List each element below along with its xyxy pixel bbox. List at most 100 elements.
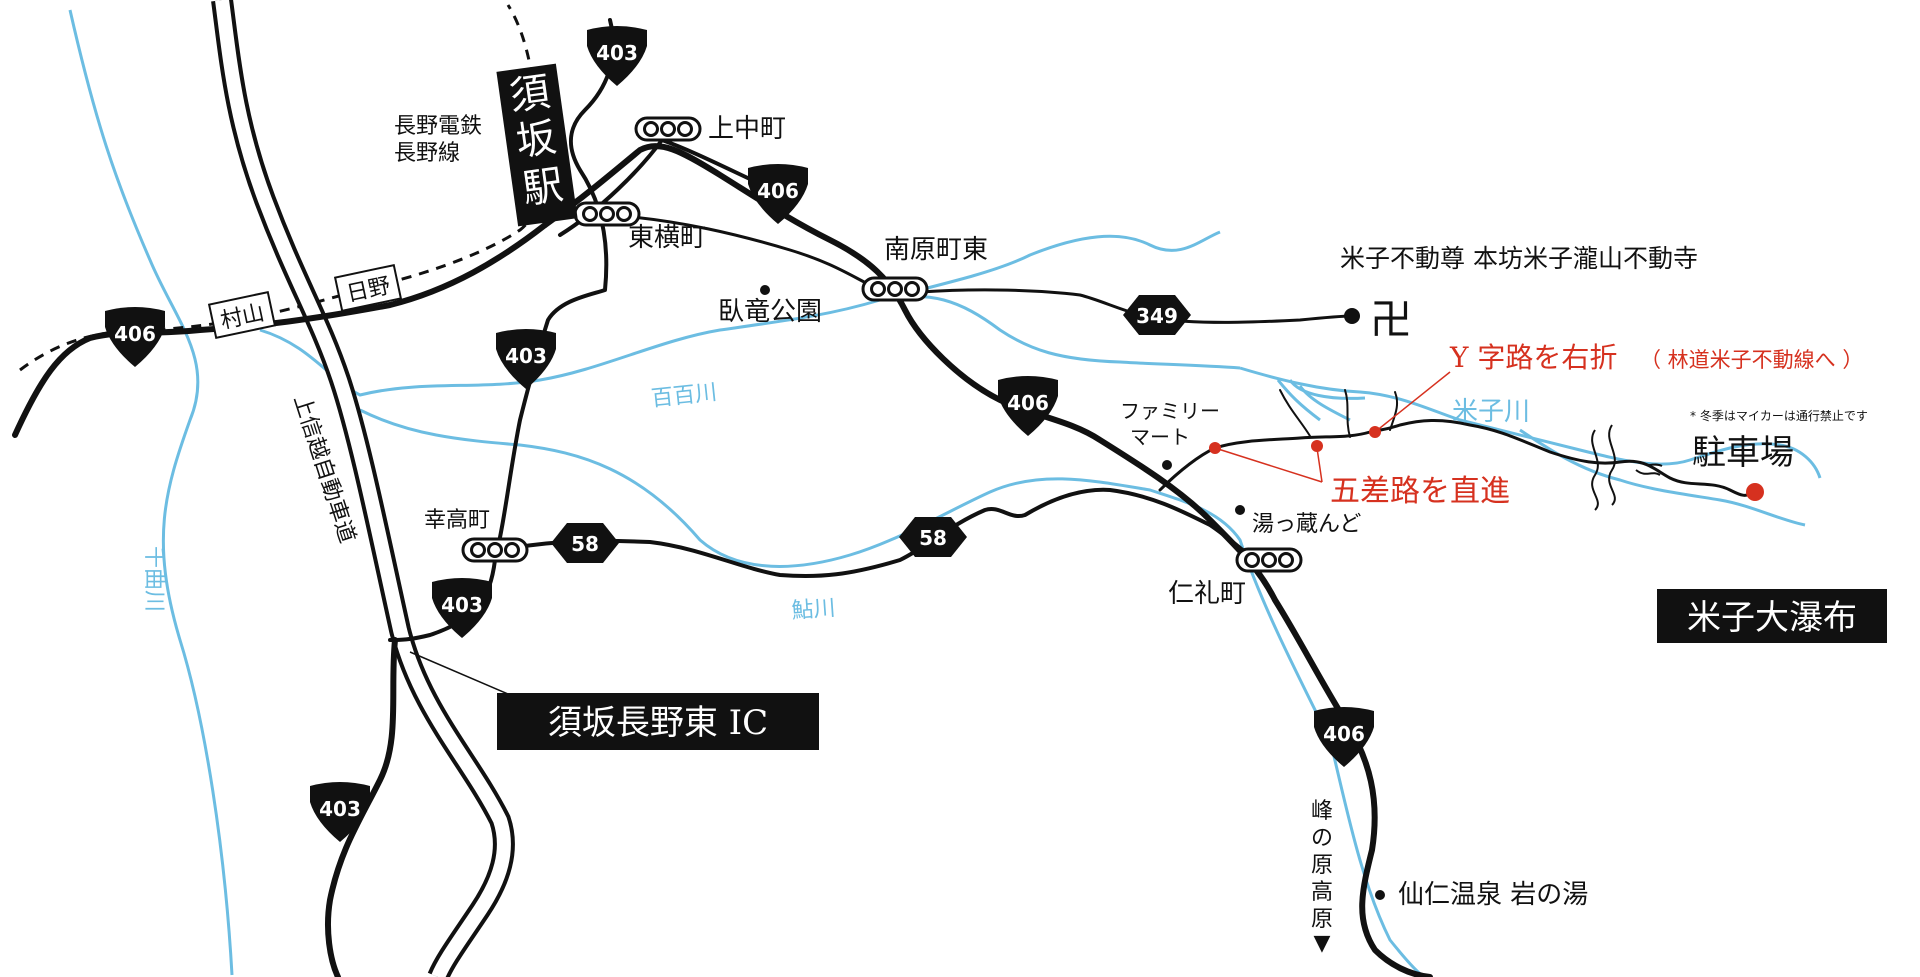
temple-label: 米子不動尊 本坊米子瀧山不動寺 bbox=[1340, 244, 1698, 273]
hex-58-east: 58 bbox=[899, 517, 967, 557]
traffic-signal-icon-kotaka bbox=[461, 537, 529, 563]
parking-dot bbox=[1746, 483, 1764, 501]
five-way-label: 五差路を直進 bbox=[1330, 474, 1510, 509]
svg-text:406: 406 bbox=[114, 322, 156, 346]
expressway bbox=[211, 0, 515, 977]
svg-text:須坂長野東 IC: 須坂長野東 IC bbox=[548, 703, 768, 743]
shield-406-kaminaka: 406 bbox=[748, 164, 808, 224]
railway-line-label-1: 長野電鉄 bbox=[394, 114, 482, 139]
momo-river-label: 百百川 bbox=[650, 380, 718, 412]
railway bbox=[19, 4, 544, 372]
chikuma-river-label: 千曲川 bbox=[141, 546, 166, 612]
svg-text:403: 403 bbox=[596, 41, 638, 65]
svg-text:高: 高 bbox=[1311, 880, 1333, 905]
y-junction-dot bbox=[1369, 426, 1381, 438]
traffic-signal-icon-higashiyoko bbox=[573, 201, 641, 227]
winter-note: * 冬季はマイカーは通行禁止です bbox=[1690, 408, 1868, 423]
y-junction-note: （ 林道米子不動線へ ） bbox=[1640, 348, 1863, 372]
hex-58-west: 58 bbox=[551, 523, 619, 563]
svg-text:406: 406 bbox=[757, 179, 799, 203]
svg-text:58: 58 bbox=[571, 532, 599, 556]
svg-text:の: の bbox=[1311, 826, 1333, 851]
traffic-signal-icon-kaminaka bbox=[634, 116, 702, 142]
chikuma-river bbox=[68, 9, 234, 976]
shield-403-south: 403 bbox=[310, 782, 370, 842]
family-mart-dot bbox=[1162, 460, 1172, 470]
stop-hino: 日野 bbox=[333, 263, 403, 313]
fork-2 bbox=[1344, 389, 1351, 438]
svg-text:峰: 峰 bbox=[1311, 799, 1333, 824]
nagano-line bbox=[19, 4, 544, 372]
interchange-box: 須坂長野東 IC bbox=[497, 693, 819, 750]
temple-dot bbox=[1344, 308, 1360, 324]
leader-lines bbox=[409, 371, 1451, 698]
higashiyoko-label: 東横町 bbox=[628, 223, 706, 253]
route-406-main bbox=[542, 143, 1433, 977]
shield-406-mid: 406 bbox=[998, 376, 1058, 436]
railway-stops: 村山 日野 bbox=[207, 263, 403, 340]
svg-text:米子大瀑布: 米子大瀑布 bbox=[1687, 598, 1857, 638]
railway-line-label-2: 長野線 bbox=[394, 141, 460, 166]
rindo-road bbox=[1158, 418, 1757, 497]
momo-branch bbox=[879, 294, 1241, 370]
svg-text:406: 406 bbox=[1323, 722, 1365, 746]
parking-label: 駐車場 bbox=[1692, 433, 1794, 473]
hex-349: 349 bbox=[1123, 295, 1191, 335]
svg-text:403: 403 bbox=[319, 797, 361, 821]
rivers bbox=[68, 9, 1822, 977]
ayu-river bbox=[359, 408, 1426, 977]
route-58 bbox=[510, 487, 1257, 579]
svg-text:原: 原 bbox=[1311, 907, 1333, 932]
shield-403-top: 403 bbox=[587, 26, 647, 86]
stream-1 bbox=[1276, 379, 1321, 422]
family-mart-label-2: マート bbox=[1130, 425, 1190, 449]
y-junction-label: Y 字路を右折 bbox=[1449, 341, 1617, 374]
destination-box: 米子大瀑布 bbox=[1657, 589, 1887, 643]
garyu-park-label: 臥竜公園 bbox=[718, 297, 822, 327]
shield-403-kotaka: 403 bbox=[432, 578, 492, 638]
traffic-signal-icon-minamihara bbox=[861, 276, 929, 302]
shield-406-south: 406 bbox=[1314, 707, 1374, 767]
shield-403-mid: 403 bbox=[496, 329, 556, 389]
onsen-dot bbox=[1375, 890, 1385, 900]
garyu-park-dot bbox=[760, 285, 770, 295]
fork-1 bbox=[1279, 389, 1311, 437]
nirei-label: 仁礼町 bbox=[1168, 579, 1246, 609]
svg-text:駅: 駅 bbox=[520, 162, 566, 213]
stop-murayama: 村山 bbox=[207, 290, 277, 340]
svg-text:349: 349 bbox=[1136, 304, 1178, 328]
yonako-river-label: 米子川 bbox=[1452, 397, 1530, 427]
yukurando-dot bbox=[1235, 505, 1245, 515]
route-shields: 403 406 406 403 406 403 406 403 bbox=[105, 26, 1374, 842]
five-way-dot bbox=[1209, 442, 1221, 454]
prefectural-road-signs: 349 58 58 bbox=[551, 295, 1191, 563]
yukurando-label: 湯っ蔵んど bbox=[1252, 512, 1361, 537]
yonako-river bbox=[1239, 366, 1822, 479]
labels: 長野電鉄 長野線 上中町 東横町 南原町東 幸高町 仁礼町 臥竜公園 ファミリー… bbox=[141, 114, 1868, 956]
kaminaka-label: 上中町 bbox=[708, 114, 786, 144]
traffic-signal-icon-nirei bbox=[1235, 547, 1303, 573]
arrow-down-icon: ▼ bbox=[1314, 931, 1331, 956]
ayu-river-label: 鮎川 bbox=[791, 596, 837, 624]
svg-text:58: 58 bbox=[919, 526, 947, 550]
shield-406-west: 406 bbox=[105, 307, 165, 367]
family-mart-label-1: ファミリー bbox=[1120, 399, 1220, 423]
svg-text:406: 406 bbox=[1007, 391, 1049, 415]
minamihara-label: 南原町東 bbox=[884, 235, 988, 265]
onsen-label: 仙仁温泉 岩の湯 bbox=[1398, 880, 1588, 910]
svg-text:須: 須 bbox=[507, 69, 553, 120]
svg-text:原: 原 bbox=[1311, 853, 1333, 878]
stream-2 bbox=[1298, 385, 1351, 422]
points bbox=[760, 285, 1764, 900]
road-break bbox=[1591, 424, 1663, 511]
svg-text:403: 403 bbox=[441, 593, 483, 617]
momo-river bbox=[259, 230, 1221, 397]
temple-symbol-icon: 卍 bbox=[1370, 295, 1412, 344]
svg-text:403: 403 bbox=[505, 344, 547, 368]
suzaka-station-box: 須 坂 駅 bbox=[496, 63, 578, 227]
five-way-dot-2 bbox=[1311, 440, 1323, 452]
minenohara-label: 峰 の 原 高 原 ▼ bbox=[1311, 799, 1333, 956]
kotaka-label: 幸高町 bbox=[424, 508, 490, 533]
svg-text:坂: 坂 bbox=[513, 114, 559, 165]
